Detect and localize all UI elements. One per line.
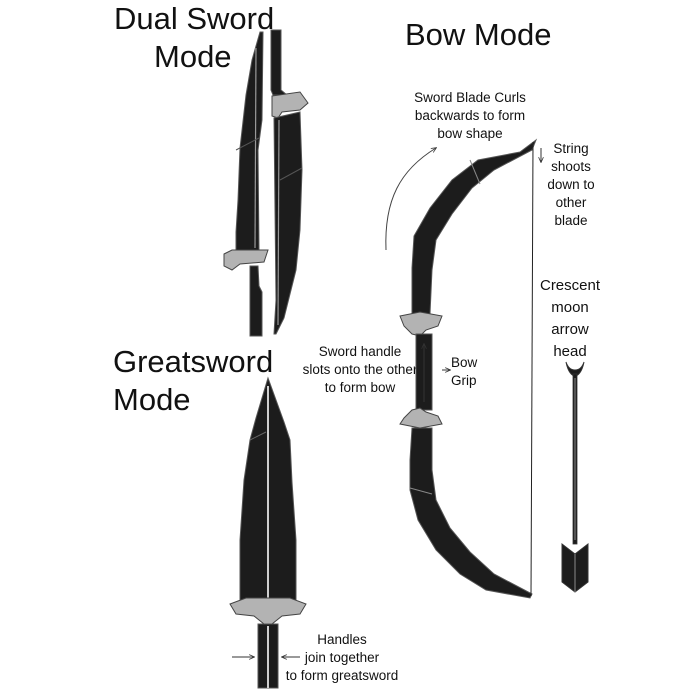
crescent-arrow (561, 361, 589, 593)
string-line-4: other (555, 195, 587, 210)
handles-join-line-2: join together (304, 650, 380, 665)
greatsword (229, 376, 307, 689)
handles-join-note: Handles join together to form greatsword (276, 631, 408, 685)
bow-grip-line-1: Bow (451, 355, 478, 370)
string-note: String shoots down to other blade (536, 140, 606, 230)
bow-grip-line-2: Grip (451, 373, 477, 388)
dual-left-fuller (254, 47, 257, 249)
dual-left-handle (249, 265, 263, 337)
dual-right-blade (273, 111, 303, 335)
greatsword-facets (249, 431, 267, 441)
handle-slots-line-3: to form bow (324, 380, 396, 395)
arrowhead-line-3: arrow (551, 321, 589, 338)
bow-lower-limb (409, 427, 533, 599)
dual-left-blade (235, 31, 264, 253)
arrowhead-note: Crescent moon arrow head (530, 275, 610, 363)
blade-curls-line-2: backwards to form (414, 108, 526, 123)
dual-right-handle-top (270, 29, 289, 96)
handle-slots-line-1: Sword handle (318, 344, 402, 359)
arrowhead-line-2: moon (551, 299, 589, 316)
string-line-2: shoots (551, 159, 591, 174)
crescent-arrowhead (565, 361, 585, 377)
blade-curls-line-3: bow shape (437, 126, 503, 141)
dual-sword-title-line-2: Mode (154, 39, 232, 74)
dual-sword-mode-title: Dual Sword Mode (114, 0, 274, 76)
dual-right-facets (279, 167, 303, 181)
blade-curl-arrow (385, 148, 436, 251)
greatsword-mode-title: Greatsword Mode (113, 343, 273, 419)
dual-left-facets (235, 137, 260, 151)
string-line-5: blade (554, 213, 588, 228)
bow-lower-facets (409, 487, 433, 495)
handles-join-line-1: Handles (317, 632, 367, 647)
greatsword-title-line-2: Mode (113, 382, 191, 417)
bow-grip-note: Bow Grip (451, 354, 501, 390)
arrowhead-line-1: Crescent (539, 277, 601, 294)
dual-right-fuller (277, 119, 280, 326)
dual-left-guard (223, 249, 269, 271)
handle-slots-line-2: slots onto the other (302, 362, 418, 377)
arrowhead-line-4: head (553, 343, 587, 360)
dual-right-sword (270, 29, 309, 335)
bow-lower-guard (399, 407, 443, 429)
bow-upper-facets (469, 159, 481, 185)
handle-slots-note: Sword handle slots onto the other to for… (300, 343, 420, 397)
dual-sword-title-line-1: Dual Sword (114, 1, 275, 36)
bow-upper-limb (411, 138, 538, 315)
handles-join-line-3: to form greatsword (285, 668, 399, 683)
string-line-1: String (553, 141, 589, 156)
greatsword-title-line-1: Greatsword (113, 344, 274, 379)
greatsword-guard (229, 597, 307, 625)
string-line-3: down to (547, 177, 595, 192)
bow-upper-guard (399, 311, 443, 337)
bow (385, 138, 541, 599)
dual-right-guard (271, 91, 309, 119)
blade-curls-line-1: Sword Blade Curls (414, 90, 526, 105)
dual-left-sword (223, 31, 269, 337)
bow-mode-title: Bow Mode (405, 17, 552, 52)
blade-curls-note: Sword Blade Curls backwards to form bow … (400, 89, 540, 143)
bow-string (530, 141, 534, 597)
